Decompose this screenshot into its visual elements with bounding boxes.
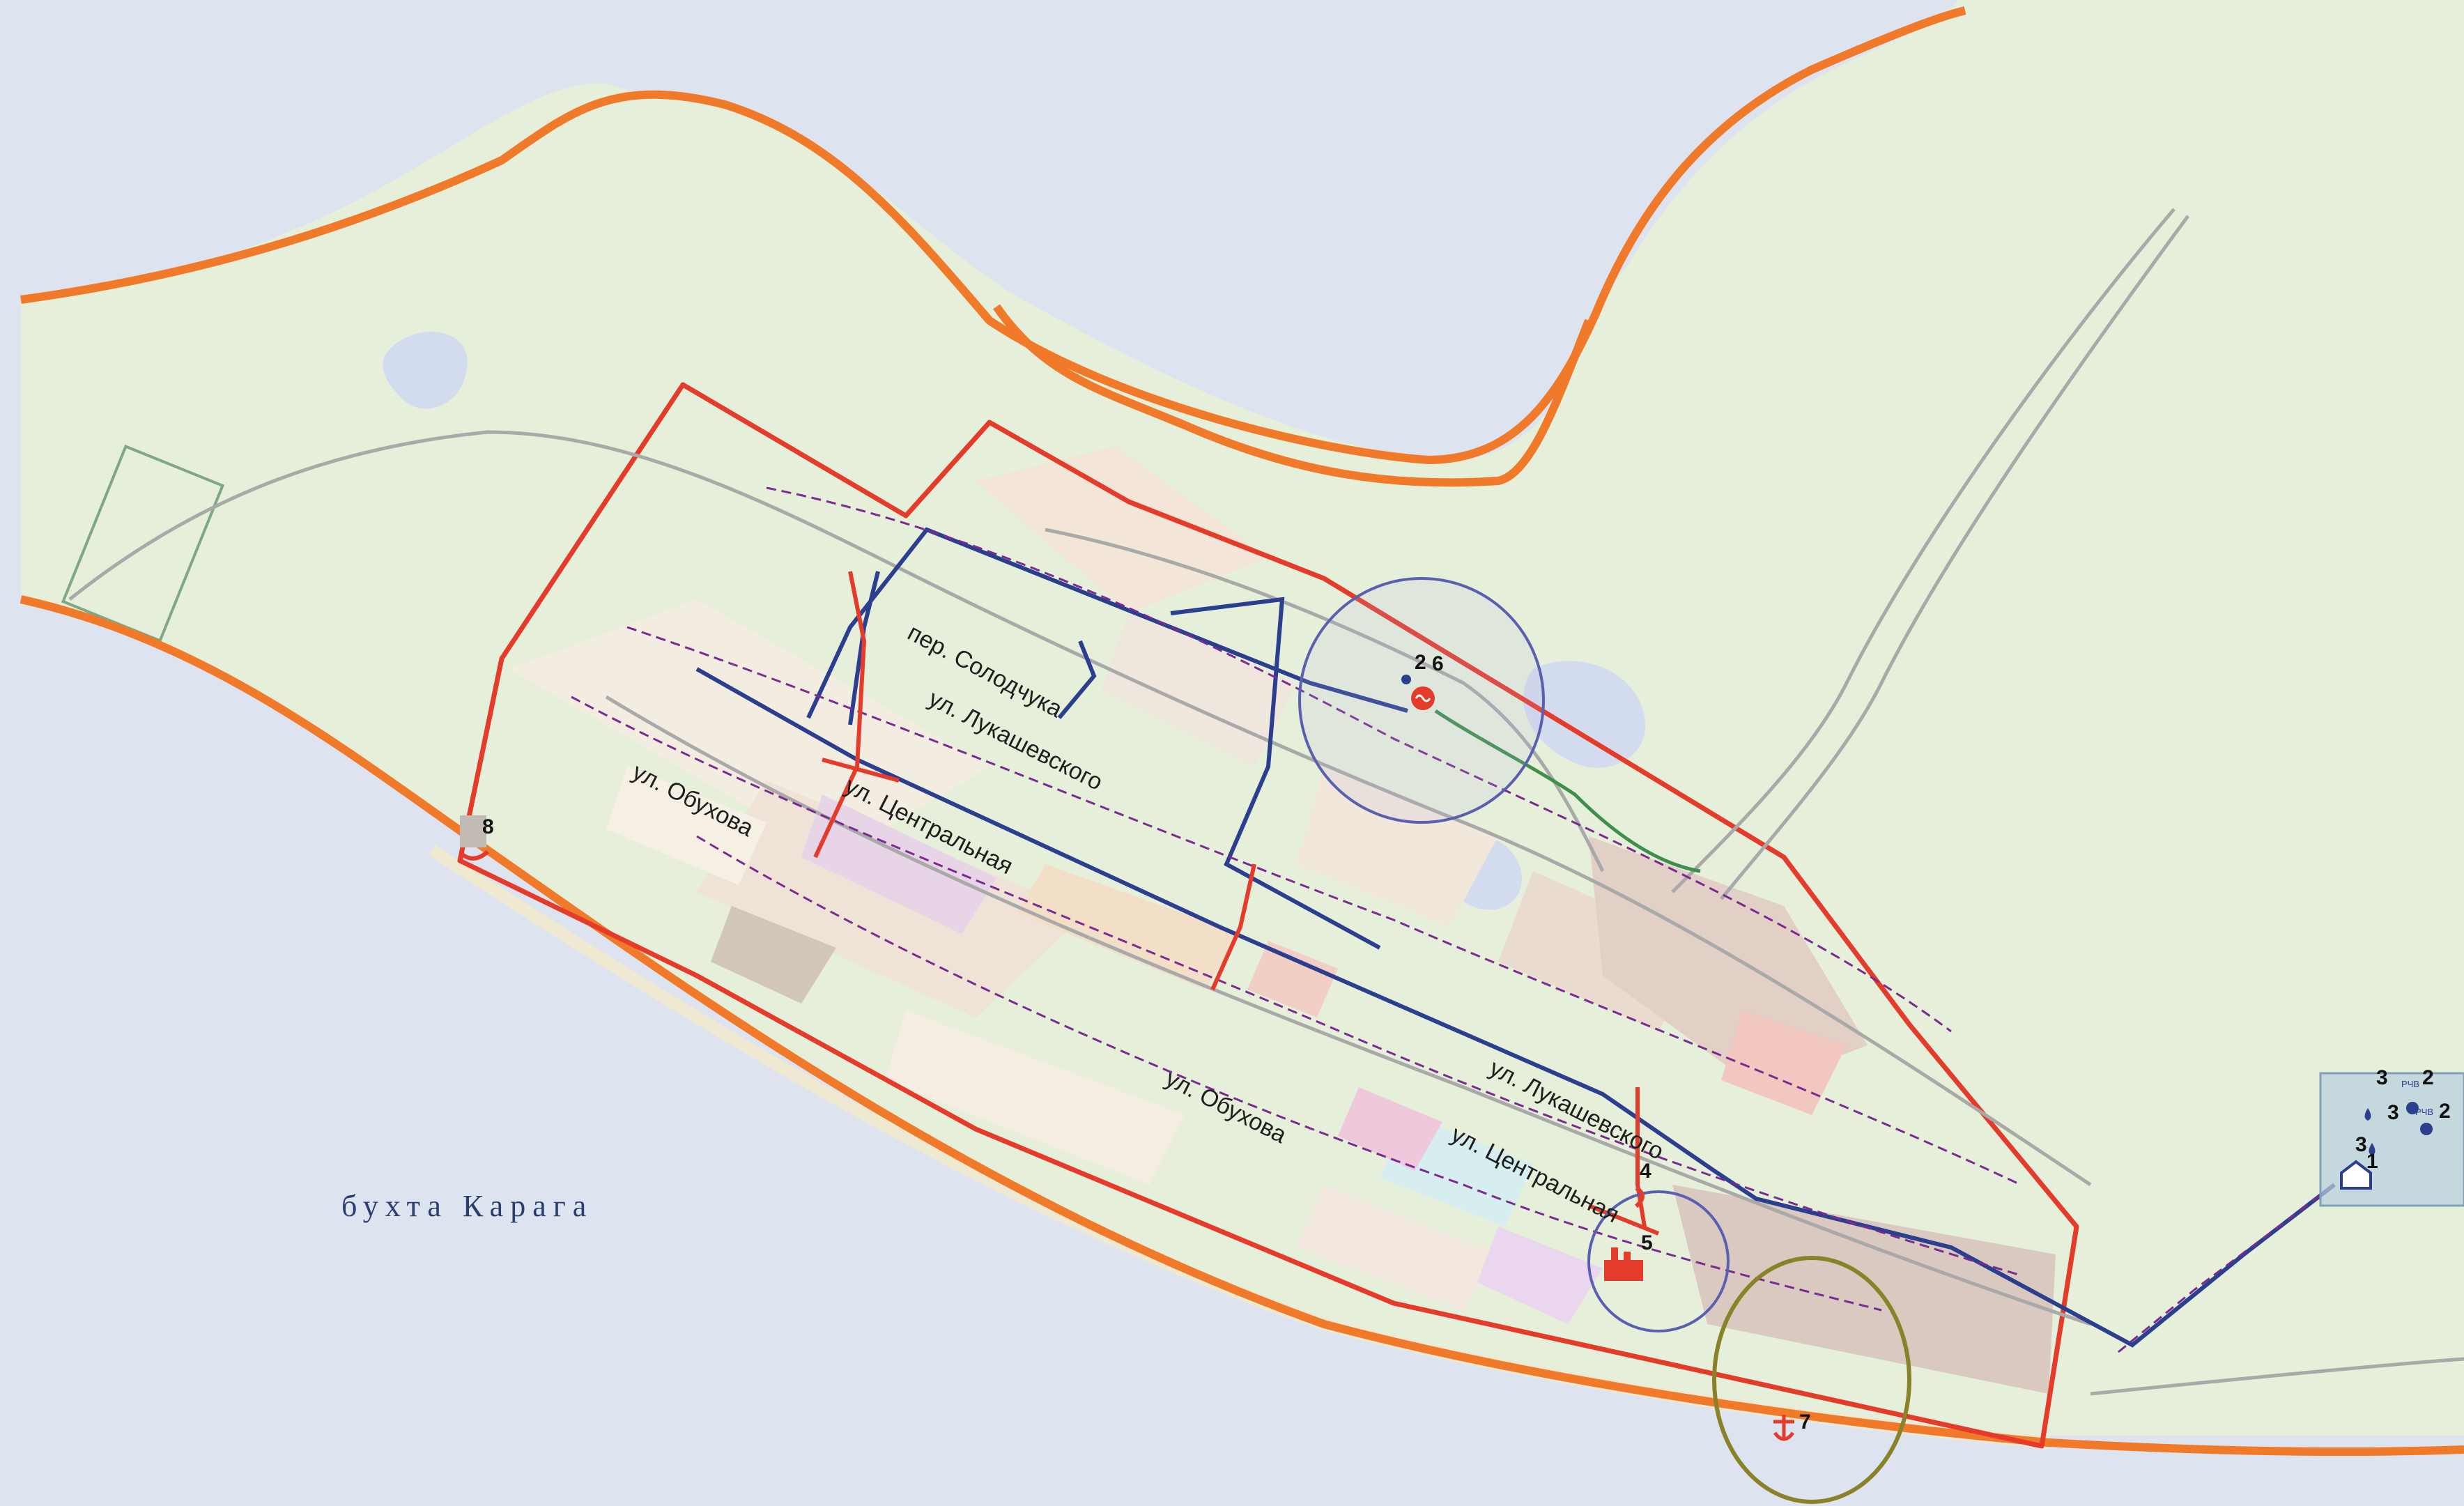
- rchv-label-1: РЧВ: [2401, 1079, 2419, 1089]
- marker-2-label: 2: [1415, 651, 1426, 674]
- settlement-boundary: [457, 382, 2079, 1449]
- lake-east: [1523, 661, 1645, 768]
- marker-2-label-a: 2: [2422, 1066, 2434, 1089]
- municipal-boundary-south: [20, 595, 2464, 1456]
- well-icon-1: [2364, 1108, 2371, 1121]
- water-tower-icon: [1401, 675, 1411, 684]
- marker-8: 8: [460, 815, 494, 861]
- sewer-network: [571, 486, 2335, 1353]
- water-intake-markers: РЧВ РЧВ 3 2 3 2 3 1: [2340, 1066, 2451, 1190]
- pump-station-icon: [2340, 1160, 2372, 1190]
- anchor-icon: [1773, 1415, 1795, 1441]
- marker-7-label: 7: [1799, 1411, 1811, 1434]
- lake-west: [383, 332, 468, 409]
- pier-icon: [460, 815, 486, 847]
- marker-3-label-a: 3: [2376, 1066, 2388, 1089]
- factory-icon: [1604, 1260, 1643, 1281]
- marker-3-label-c: 3: [2355, 1133, 2367, 1156]
- marker-7: 7: [1773, 1411, 1811, 1441]
- marker-8-label: 8: [482, 815, 494, 838]
- marker-1-label: 1: [2366, 1150, 2378, 1173]
- heat-pipeline: [1434, 709, 1701, 873]
- municipal-boundary-north: [20, 6, 1966, 464]
- rchv-label-2: РЧВ: [2415, 1107, 2433, 1117]
- sewage-outlet-icon: [1634, 1186, 1645, 1208]
- sanitary-zone-plant: [1587, 1190, 1730, 1332]
- marker-factory-group: 4 5: [1604, 1160, 1653, 1281]
- sanitary-zone-harbor: [1712, 1256, 1911, 1504]
- bay-label: бухта Карага: [341, 1189, 593, 1223]
- marker-2-label-b: 2: [2439, 1100, 2451, 1123]
- sports-field: [61, 445, 225, 643]
- marker-boiler-group: 2 6: [1401, 651, 1444, 710]
- marker-3-label-b: 3: [2387, 1101, 2399, 1124]
- reservoir-icon-2: [2420, 1123, 2433, 1135]
- marker-4-label: 4: [1640, 1160, 1651, 1183]
- settlement-blocks: [509, 446, 2056, 1394]
- marker-5-label: 5: [1641, 1231, 1653, 1254]
- well-icon-2: [2369, 1143, 2376, 1155]
- municipal-boundary-north-inner: [993, 304, 1593, 487]
- reservoir-icon-1: [2406, 1102, 2419, 1114]
- sewage-outlets: [813, 571, 1660, 1236]
- marker-6-label: 6: [1432, 652, 1444, 675]
